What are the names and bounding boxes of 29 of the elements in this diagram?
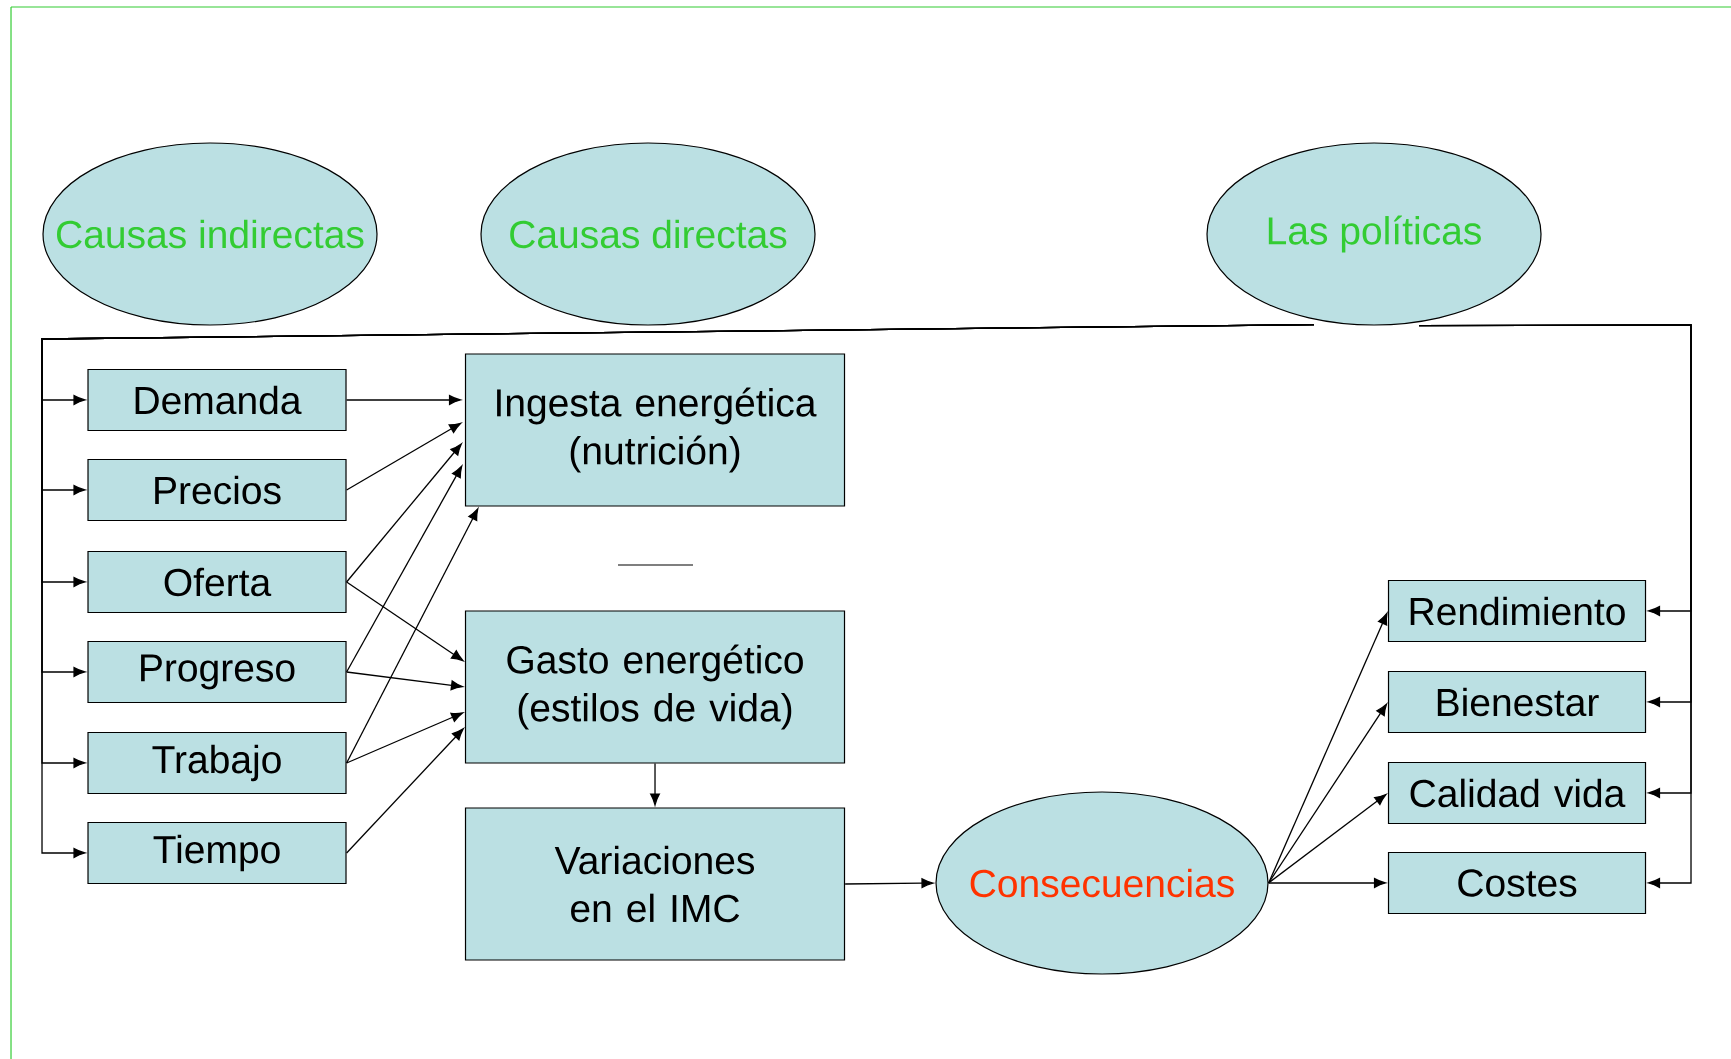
- outcome-box: Costes: [1387, 851, 1647, 915]
- factor-box: Precios: [87, 458, 347, 522]
- factor-box: Demanda: [87, 368, 347, 432]
- arrow: [1418, 324, 1692, 888]
- factor-box: Tiempo: [87, 821, 347, 885]
- outcome-box: Bienestar: [1387, 670, 1647, 734]
- outcome-box: Rendimiento: [1387, 579, 1647, 643]
- arrow: [345, 508, 479, 764]
- arrow: [1267, 793, 1387, 884]
- arrow: [844, 878, 934, 889]
- outcome-box: Calidad vida: [1387, 761, 1647, 825]
- arrow: [650, 762, 660, 806]
- arrow: [1267, 878, 1386, 888]
- arrow: [1267, 703, 1388, 884]
- arrow: [345, 443, 462, 583]
- arrow: [345, 671, 463, 691]
- factor-box: Trabajo: [87, 731, 347, 795]
- arrow: [345, 728, 464, 854]
- arrow: [41, 323, 1315, 858]
- arrow: [345, 465, 463, 673]
- arrow: [345, 395, 461, 405]
- process-box: Gasto energético (estilos de vida): [464, 610, 846, 764]
- arrow: [345, 712, 464, 764]
- arrow: [345, 422, 462, 491]
- process-box: Variaciones en el IMC: [464, 807, 846, 961]
- factor-box: Progreso: [87, 640, 347, 704]
- factor-box: Oferta: [87, 550, 347, 614]
- arrow: [345, 581, 464, 662]
- process-box: Ingesta energética (nutrición): [464, 353, 846, 507]
